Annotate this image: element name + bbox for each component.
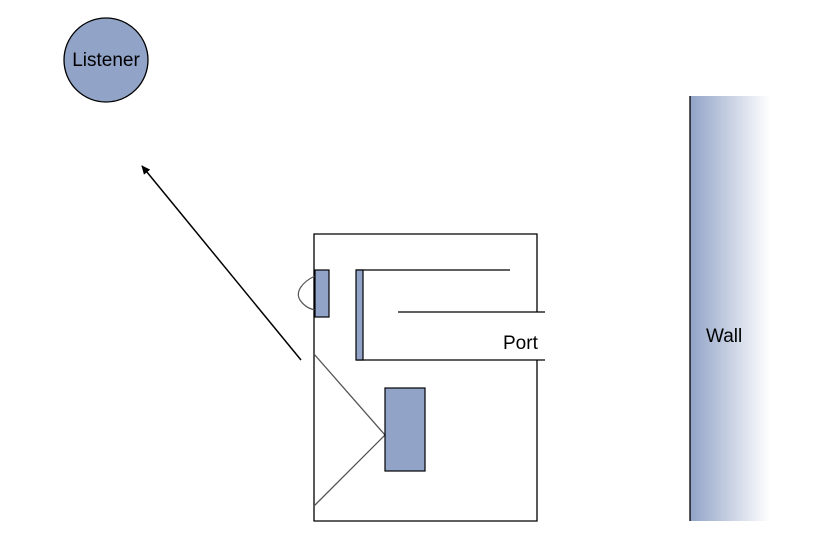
listener-circle bbox=[63, 17, 149, 103]
listener-label: Listener bbox=[72, 50, 140, 71]
internal-baffle bbox=[355, 269, 364, 361]
tweeter bbox=[314, 269, 330, 318]
wall-label: Wall bbox=[706, 326, 742, 347]
wall: Wall bbox=[689, 96, 770, 521]
wall-surface bbox=[690, 96, 770, 521]
tweeter-dome bbox=[297, 275, 316, 311]
woofer-cone bbox=[313, 353, 386, 507]
port-label: Port bbox=[503, 333, 539, 354]
listener: Listener bbox=[63, 17, 149, 103]
speaker-cabinet: Port bbox=[297, 233, 545, 522]
cabinet-outline bbox=[313, 233, 538, 522]
sound-direction-arrow bbox=[141, 165, 302, 361]
woofer-driver bbox=[384, 387, 426, 472]
